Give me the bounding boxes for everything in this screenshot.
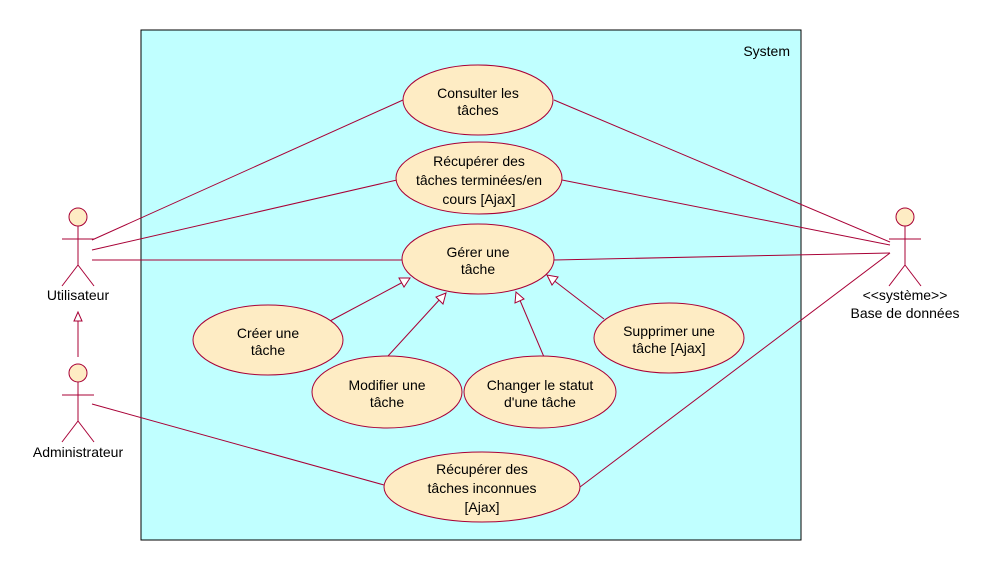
- actor-base-de-donnees: <<système>> Base de données: [851, 207, 960, 321]
- actor-administrateur-label: Administrateur: [33, 444, 124, 460]
- generalization-administrateur-utilisateur-arrow: [73, 310, 83, 322]
- generalization-creer-gerer-line: [329, 280, 406, 322]
- assoc-bdd-gerer: [553, 252, 891, 261]
- assoc-bdd-recuperer-inconnues: [579, 252, 891, 488]
- actor-base-de-donnees-label: Base de données: [851, 305, 960, 321]
- actor-utilisateur-icon: [61, 207, 95, 287]
- actor-utilisateur-label: Utilisateur: [47, 287, 110, 303]
- assoc-administrateur-recuperer-inconnues: [91, 403, 385, 486]
- actor-base-de-donnees-stereotype: <<système>>: [863, 287, 948, 303]
- assoc-bdd-consulter: [553, 99, 891, 243]
- associations: [91, 99, 891, 488]
- generalizations: [73, 274, 605, 358]
- actor-administrateur-icon: [61, 363, 95, 443]
- assoc-bdd-recuperer-terminees: [561, 179, 891, 246]
- generalization-supprimer-gerer-arrow: [546, 274, 559, 286]
- assoc-utilisateur-recuperer-terminees: [91, 179, 398, 251]
- generalization-supprimer-gerer-line: [551, 278, 605, 320]
- generalization-creer-gerer-arrow: [398, 277, 411, 288]
- generalization-modifier-gerer-line: [387, 297, 442, 357]
- system-label: System: [743, 43, 790, 59]
- generalization-changer-gerer-arrow: [514, 290, 525, 304]
- actor-administrateur: Administrateur: [33, 363, 124, 460]
- generalization-modifier-gerer-arrow: [435, 292, 447, 305]
- actor-utilisateur: Utilisateur: [47, 207, 110, 303]
- generalization-changer-gerer-line: [518, 297, 545, 358]
- assoc-utilisateur-consulter: [91, 99, 404, 241]
- actor-base-de-donnees-icon: [888, 207, 922, 287]
